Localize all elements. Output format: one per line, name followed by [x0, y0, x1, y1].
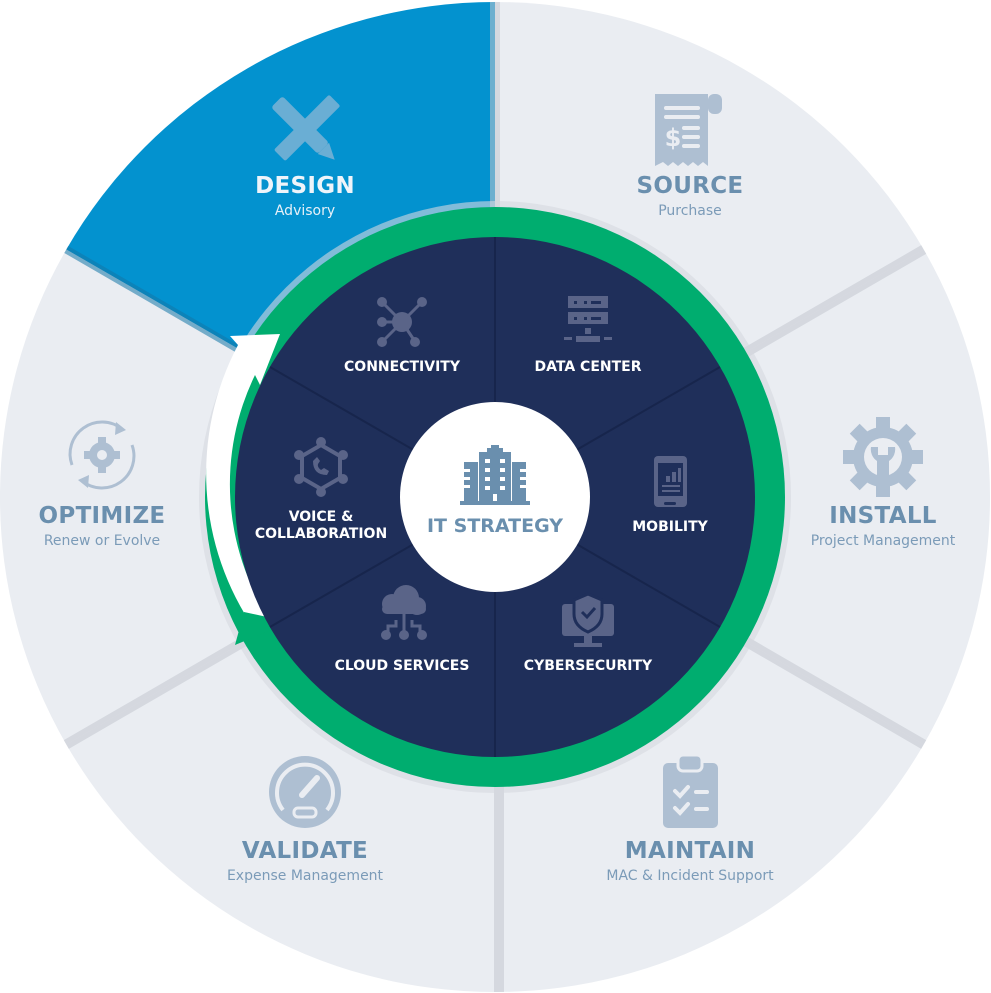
validate-title: VALIDATE — [241, 838, 369, 864]
gear-wrench-icon — [843, 417, 923, 497]
cloud-network-icon — [381, 585, 427, 640]
segment-seam-shadows — [63, 2, 927, 992]
inner-label-voice-collaboration[interactable]: VOICE & COLLABORATION — [255, 509, 387, 543]
inner-label-mobility[interactable]: MOBILITY — [632, 519, 708, 535]
outer-label-design: DESIGN Advisory — [255, 173, 355, 219]
install-title: INSTALL — [829, 503, 937, 529]
optimize-subtitle: Renew or Evolve — [43, 533, 161, 549]
svg-text:$: $ — [665, 124, 682, 152]
inner-label-connectivity[interactable]: CONNECTIVITY — [344, 359, 460, 375]
inner-label-data-center[interactable]: DATA CENTER — [534, 359, 642, 375]
inner-label-cybersecurity[interactable]: CYBERSECURITY — [523, 658, 653, 674]
clipboard-checklist-icon — [663, 753, 718, 828]
outer-label-source: SOURCE Purchase — [637, 173, 744, 219]
source-title: SOURCE — [636, 173, 744, 199]
office-building-icon — [460, 445, 530, 505]
mobile-chart-icon — [654, 456, 687, 507]
install-subtitle: Project Management — [810, 533, 956, 549]
outer-label-optimize: OPTIMIZE Renew or Evolve — [39, 503, 166, 549]
monitor-shield-icon — [562, 592, 614, 647]
phone-network-icon — [294, 437, 348, 497]
design-subtitle: Advisory — [274, 203, 336, 219]
inner-label-cloud-services[interactable]: CLOUD SERVICES — [334, 658, 470, 674]
optimize-title: OPTIMIZE — [38, 503, 166, 529]
white-arrow-segment — [206, 334, 280, 630]
design-title: DESIGN — [255, 173, 355, 199]
outer-label-install: INSTALL Project Management — [811, 503, 956, 549]
voice-line-1: VOICE & — [288, 509, 354, 525]
maintain-title: MAINTAIN — [624, 838, 756, 864]
outer-label-maintain: MAINTAIN MAC & Incident Support — [606, 838, 773, 884]
network-nodes-icon — [377, 297, 427, 347]
server-rack-icon — [564, 296, 612, 342]
gear-cycle-icon — [68, 420, 136, 490]
receipt-dollar-icon: $ — [655, 94, 722, 166]
speedometer-icon — [269, 756, 341, 828]
maintain-subtitle: MAC & Incident Support — [606, 868, 774, 884]
outer-label-validate: VALIDATE Expense Management — [227, 838, 383, 884]
source-subtitle: Purchase — [658, 203, 722, 219]
validate-subtitle: Expense Management — [226, 868, 384, 884]
center-label: IT STRATEGY — [426, 515, 564, 537]
voice-line-2: COLLABORATION — [254, 526, 388, 542]
